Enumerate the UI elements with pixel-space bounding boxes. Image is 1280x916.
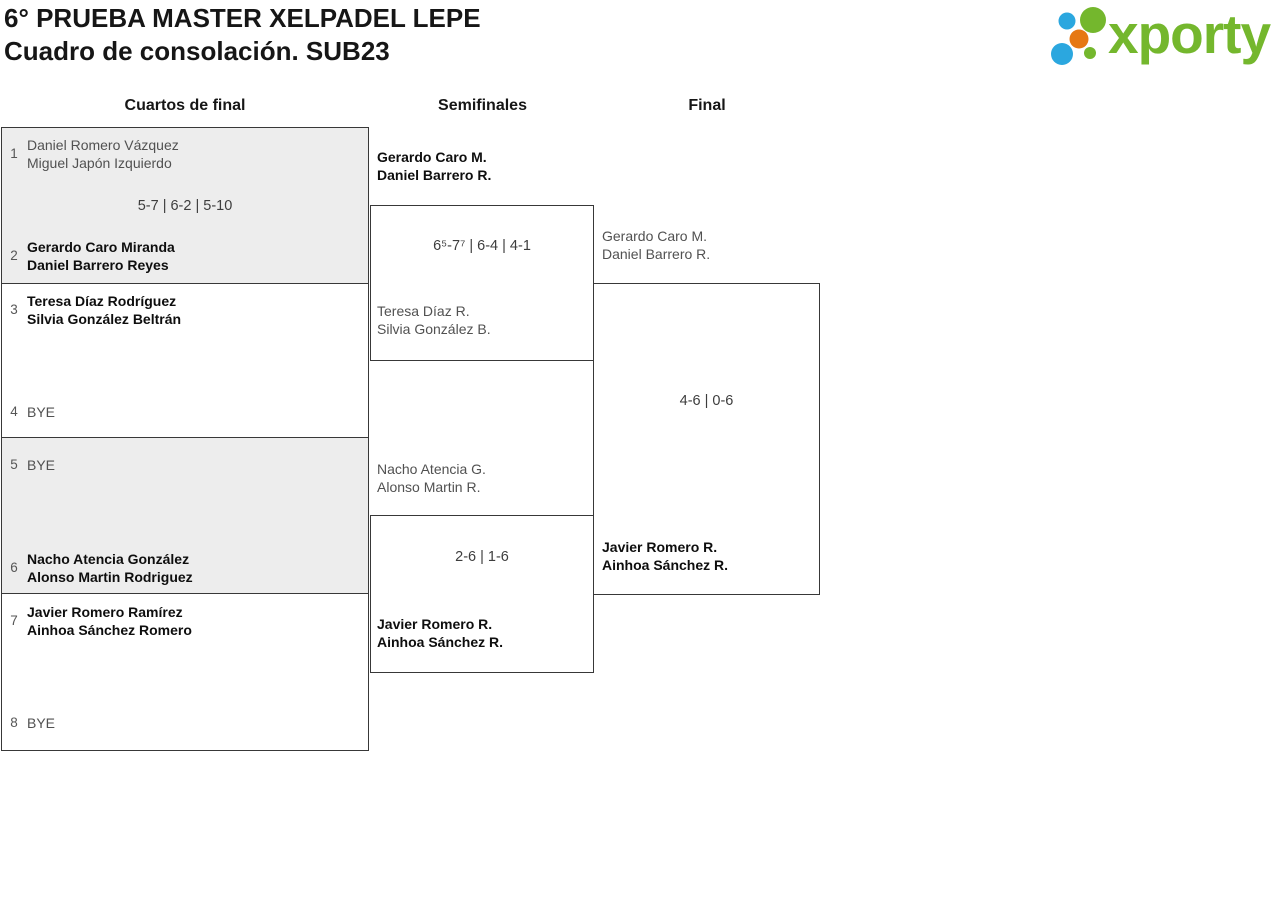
team-entry-seed6: 6 Nacho Atencia González Alonso Martin R…	[6, 550, 362, 586]
seed-number: 1	[10, 146, 18, 161]
player-name: Daniel Barrero Reyes	[27, 257, 169, 273]
match-score-final: 4-6 | 0-6	[679, 393, 734, 409]
player-name: Gerardo Caro Miranda	[27, 239, 175, 255]
tournament-title: 6° PRUEBA MASTER XELPADEL LEPE	[4, 3, 481, 33]
bracket-subtitle: Cuadro de consolación. SUB23	[4, 36, 390, 66]
player-name: Nacho Atencia González	[27, 551, 190, 567]
seed-number: 7	[10, 613, 18, 628]
team-names: Javier Romero R. Ainhoa Sánchez R.	[377, 615, 503, 651]
team-entry-seed7: 7 Javier Romero Ramírez Ainhoa Sánchez R…	[6, 603, 362, 639]
team-entry-final-bottom: Javier Romero R. Ainhoa Sánchez R.	[602, 538, 814, 574]
match-box-qf2	[1, 283, 369, 438]
player-name: Ainhoa Sánchez Romero	[27, 622, 192, 638]
match-box-sf1	[370, 205, 594, 361]
player-name: Alonso Martin Rodriguez	[27, 569, 193, 585]
seed-number: 4	[10, 404, 18, 419]
player-name: Javier Romero R.	[377, 616, 493, 632]
bye-label: BYE	[27, 404, 56, 420]
team-entry-seed5: 5 BYE	[6, 456, 362, 474]
player-name: Javier Romero Ramírez	[27, 604, 183, 620]
team-names: Javier Romero Ramírez Ainhoa Sánchez Rom…	[27, 603, 192, 639]
player-name: Silvia González Beltrán	[27, 311, 182, 327]
seed-number: 6	[10, 560, 18, 575]
xporty-logo-wordmark: xporty	[1108, 3, 1271, 65]
player-name: Miguel Japón Izquierdo	[27, 155, 172, 171]
round-header-quarterfinals: Cuartos de final	[124, 97, 246, 114]
team-entry-seed3: 3 Teresa Díaz Rodríguez Silvia González …	[6, 292, 362, 328]
team-names: Gerardo Caro M. Daniel Barrero R.	[377, 148, 491, 184]
match-score-qf1: 5-7 | 6-2 | 5-10	[137, 198, 233, 214]
player-name: Nacho Atencia G.	[377, 461, 486, 477]
team-names: BYE	[27, 403, 55, 421]
match-box-sf2	[370, 515, 594, 673]
team-names: Daniel Romero Vázquez Miguel Japón Izqui…	[27, 136, 179, 172]
seed-number: 2	[10, 248, 18, 263]
team-names: Nacho Atencia González Alonso Martin Rod…	[27, 550, 193, 586]
player-name: Daniel Barrero R.	[377, 167, 492, 183]
team-entry-sf2-top: Nacho Atencia G. Alonso Martin R.	[377, 460, 587, 496]
team-names: Gerardo Caro M. Daniel Barrero R.	[602, 227, 710, 263]
team-entry-sf2-bottom: Javier Romero R. Ainhoa Sánchez R.	[377, 615, 587, 651]
round-header-final: Final	[688, 97, 726, 114]
team-entry-seed4: 4 BYE	[6, 403, 362, 421]
player-name: Javier Romero R.	[602, 539, 718, 555]
bye-label: BYE	[27, 457, 56, 473]
xporty-logo-dots-icon	[1051, 7, 1106, 65]
team-entry-seed1: 1 Daniel Romero Vázquez Miguel Japón Izq…	[6, 136, 362, 172]
team-entry-seed2: 2 Gerardo Caro Miranda Daniel Barrero Re…	[6, 238, 362, 274]
player-name: Teresa Díaz Rodríguez	[27, 293, 177, 309]
team-names: Nacho Atencia G. Alonso Martin R.	[377, 460, 486, 496]
match-box-qf1	[1, 127, 369, 284]
match-box-qf4	[1, 593, 369, 751]
player-name: Ainhoa Sánchez R.	[602, 557, 729, 573]
bye-label: BYE	[27, 715, 56, 731]
match-box-final	[593, 283, 820, 595]
player-name: Teresa Díaz R.	[377, 303, 470, 319]
match-score-sf2: 2-6 | 1-6	[455, 549, 509, 565]
seed-number: 3	[10, 302, 18, 317]
team-entry-sf1-top: Gerardo Caro M. Daniel Barrero R.	[377, 148, 587, 184]
team-names: BYE	[27, 456, 55, 474]
team-entry-final-top: Gerardo Caro M. Daniel Barrero R.	[602, 227, 814, 263]
player-name: Ainhoa Sánchez R.	[377, 634, 504, 650]
team-names: Gerardo Caro Miranda Daniel Barrero Reye…	[27, 238, 175, 274]
team-entry-sf1-bottom: Teresa Díaz R. Silvia González B.	[377, 302, 587, 338]
team-names: BYE	[27, 714, 55, 732]
team-names: Javier Romero R. Ainhoa Sánchez R.	[602, 538, 728, 574]
team-names: Teresa Díaz Rodríguez Silvia González Be…	[27, 292, 181, 328]
seed-number: 5	[10, 457, 18, 472]
player-name: Alonso Martin R.	[377, 479, 481, 495]
round-header-semifinals: Semifinales	[438, 97, 527, 114]
team-entry-seed8: 8 BYE	[6, 714, 362, 732]
player-name: Gerardo Caro M.	[377, 149, 487, 165]
player-name: Daniel Romero Vázquez	[27, 137, 179, 153]
team-names: Teresa Díaz R. Silvia González B.	[377, 302, 491, 338]
player-name: Daniel Barrero R.	[602, 246, 711, 262]
player-name: Gerardo Caro M.	[602, 228, 708, 244]
match-score-sf1: 6⁵-7⁷ | 6-4 | 4-1	[433, 238, 531, 254]
seed-number: 8	[10, 715, 18, 730]
xporty-logo[interactable]: xporty	[1046, 0, 1280, 72]
player-name: Silvia González B.	[377, 321, 491, 337]
